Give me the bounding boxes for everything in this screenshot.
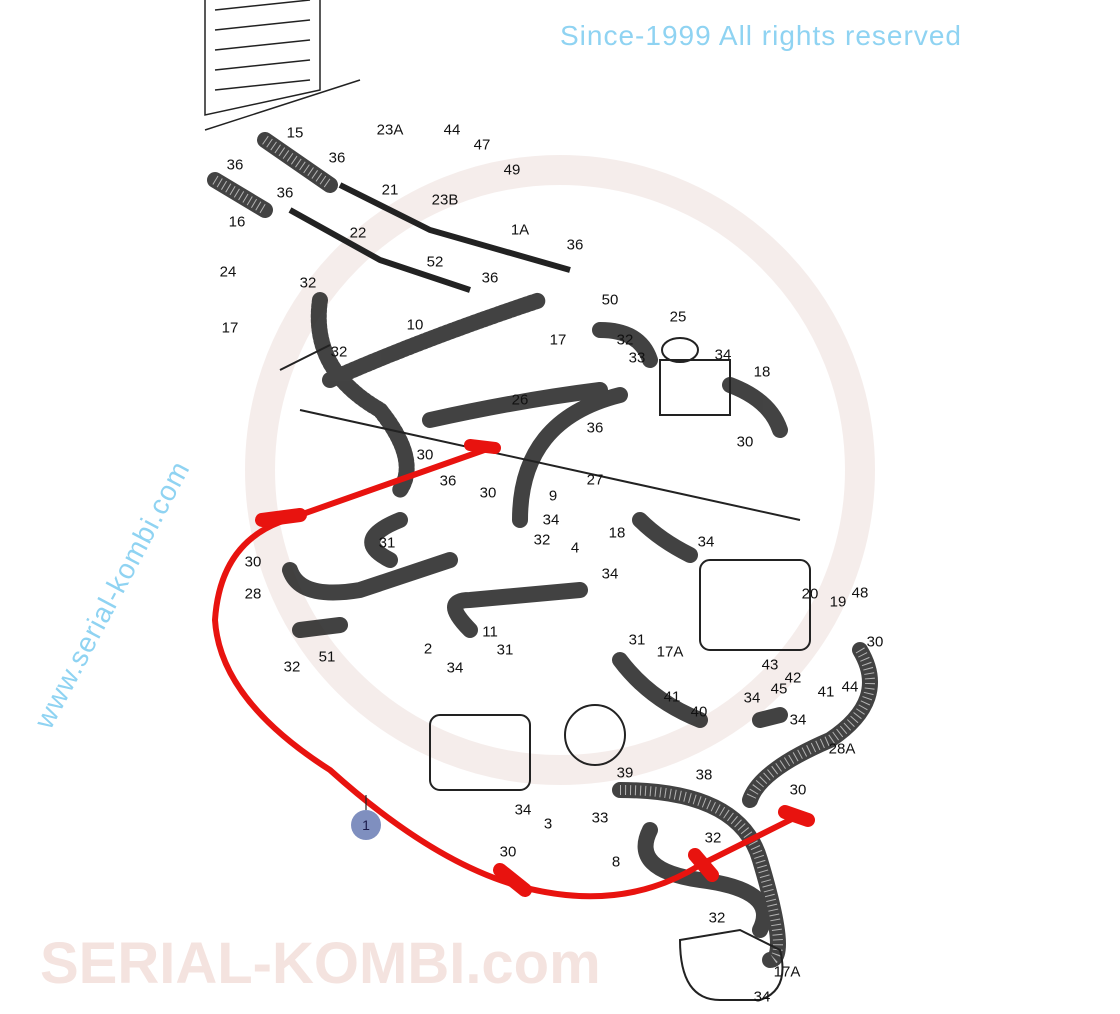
part-label: 31 [496, 641, 514, 659]
part-label: 36 [481, 269, 499, 287]
part-label: 24 [219, 263, 237, 281]
part-1-callout-badge[interactable]: 1 [351, 810, 381, 840]
part-label: 3 [543, 815, 553, 833]
part-label: 32 [616, 331, 634, 349]
part-label: 17 [221, 319, 239, 337]
part-label: 30 [789, 781, 807, 799]
part-label: 44 [443, 121, 461, 139]
part-label: 45 [770, 680, 788, 698]
part-label: 34 [446, 659, 464, 677]
part-label: 18 [608, 524, 626, 542]
part-label: 41 [663, 688, 681, 706]
radiator-grille [204, 0, 361, 131]
part-label: 52 [426, 253, 444, 271]
part-label: 10 [406, 316, 424, 334]
thin-pipes [288, 182, 571, 293]
part-label: 17A [773, 963, 801, 981]
part-label: 38 [695, 766, 713, 784]
part-label: 44 [841, 678, 859, 696]
watermark-since: Since-1999 All rights reserved [560, 20, 962, 51]
part-label: 51 [318, 648, 336, 666]
part-label: 36 [566, 236, 584, 254]
part-label: 30 [499, 843, 517, 861]
part-label: 25 [669, 308, 687, 326]
watermark-logo-text: SERIAL-KOMBI.com [40, 931, 601, 996]
part-label: 11 [482, 623, 498, 641]
part-label: 32 [330, 343, 348, 361]
part-label: 40 [690, 703, 708, 721]
part-label: 31 [628, 631, 646, 649]
part-label: 4 [570, 539, 580, 557]
part-label: 39 [616, 764, 634, 782]
part-label: 20 [801, 585, 819, 603]
part-label: 31 [378, 534, 396, 552]
part-label: 36 [586, 419, 604, 437]
part-label: 47 [473, 136, 491, 154]
part-label: 22 [349, 224, 367, 242]
part-label: 33 [591, 809, 609, 827]
part-label: 50 [601, 291, 619, 309]
part-label: 36 [328, 149, 346, 167]
part-label: 43 [761, 656, 779, 674]
part-label: 36 [226, 156, 244, 174]
part-label: 34 [542, 511, 560, 529]
coolant-hose-1-highlighted [211, 439, 815, 900]
part-label: 9 [548, 487, 558, 505]
part-label: 34 [697, 533, 715, 551]
part-label: 30 [866, 633, 884, 651]
part-label: 48 [851, 584, 869, 602]
part-label: 34 [753, 988, 771, 1006]
part-label: 21 [381, 181, 399, 199]
part-label: 23A [376, 121, 404, 139]
part-label: 41 [817, 683, 835, 701]
part-label: 32 [704, 829, 722, 847]
part-label: 17A [656, 643, 684, 661]
part-label: 49 [503, 161, 521, 179]
part-label: 34 [743, 689, 761, 707]
part-label: 27 [586, 471, 604, 489]
part-label: 30 [416, 446, 434, 464]
part-label: 30 [244, 553, 262, 571]
part-label: 34 [789, 711, 807, 729]
part-label: 28A [828, 740, 856, 758]
part-label: 1A [510, 221, 530, 239]
part-label: 17 [549, 331, 567, 349]
part-label: 2 [423, 640, 433, 658]
part-label: 32 [283, 658, 301, 676]
part-label: 8 [611, 853, 621, 871]
hoses [207, 132, 878, 968]
part-label: 34 [714, 346, 732, 364]
part-label: 34 [514, 801, 532, 819]
part-label: 19 [829, 593, 847, 611]
part-label: 28 [244, 585, 262, 603]
background-circle-watermark [245, 155, 875, 785]
part-label: 18 [753, 363, 771, 381]
part-label: 36 [439, 472, 457, 490]
part-label: 26 [511, 391, 529, 409]
part-label: 42 [784, 669, 802, 687]
part-label: 23B [431, 191, 459, 209]
part-label: 32 [708, 909, 726, 927]
engine-components [279, 337, 811, 1001]
part-label: 16 [228, 213, 246, 231]
part-label: 34 [601, 565, 619, 583]
part-label: 32 [533, 531, 551, 549]
part-label: 15 [286, 124, 304, 142]
part-label: 32 [299, 274, 317, 292]
part-label: 33 [628, 349, 646, 367]
part-label: 30 [736, 433, 754, 451]
part-label: 30 [479, 484, 497, 502]
part-label: 36 [276, 184, 294, 202]
